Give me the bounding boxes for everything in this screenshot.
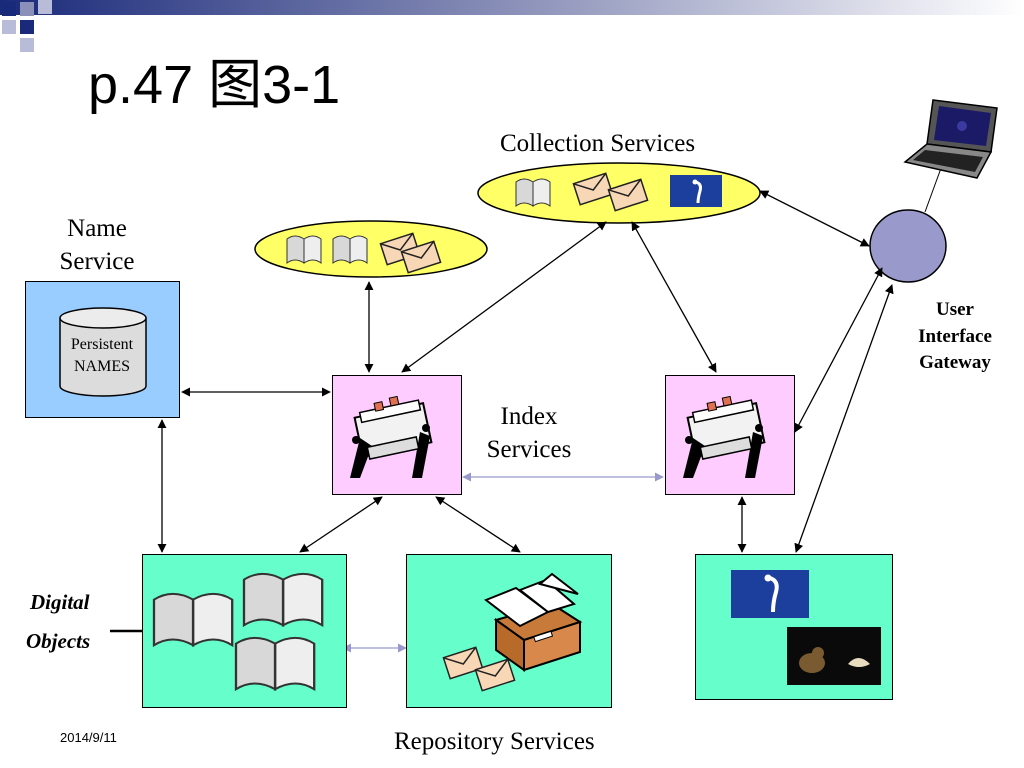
- open-box-icon: [483, 572, 583, 672]
- arrow: [631, 221, 717, 373]
- gateway-label-line3: Gateway: [919, 352, 991, 374]
- book-icon: [242, 572, 324, 627]
- persistent-names-label: Persistent NAMES: [58, 334, 146, 379]
- header-square: [38, 0, 52, 14]
- arrow: [759, 190, 870, 247]
- book-icon: [152, 592, 234, 647]
- arrow: [299, 496, 383, 553]
- chicks-photo-icon: [787, 627, 881, 685]
- index-services-label: Index Services: [474, 400, 584, 466]
- index-services-label-line1: Index: [500, 403, 558, 430]
- gateway-label-line2: Interface: [918, 325, 992, 347]
- repository-services-label: Repository Services: [394, 728, 595, 755]
- index-services-label-line2: Services: [486, 436, 572, 463]
- heron-photo-icon: [731, 570, 809, 618]
- book-icon: [234, 636, 316, 691]
- gateway-label-line1: User: [936, 299, 974, 320]
- arrow: [401, 221, 607, 373]
- digital-label: Digital: [30, 590, 90, 614]
- user-interface-gateway-label: User Interface Gateway: [905, 297, 1005, 377]
- arrow: [794, 284, 894, 553]
- names-text: NAMES: [73, 358, 130, 376]
- rolodex-icon: [682, 395, 766, 479]
- header-square: [20, 2, 34, 16]
- header-square: [20, 38, 34, 52]
- objects-label: Objects: [26, 629, 91, 653]
- name-service-label-line2: Service: [59, 248, 135, 275]
- persistent-text: Persistent: [70, 336, 134, 353]
- header-bar: [0, 0, 1024, 15]
- header-square: [2, 20, 16, 34]
- heron-photo-icon: [670, 175, 722, 207]
- slide-date: 2014/9/11: [60, 730, 117, 745]
- header-square: [2, 2, 16, 16]
- arrow: [435, 496, 521, 553]
- database-cylinder-icon: [59, 307, 147, 397]
- rolodex-icon: [349, 395, 433, 479]
- slide-title: p.47 图3-1: [88, 55, 341, 115]
- laptop-icon: [903, 99, 998, 179]
- name-service-label: Name Service: [42, 212, 152, 278]
- name-service-label-line1: Name: [67, 215, 127, 242]
- collection-services-label: Collection Services: [500, 130, 696, 157]
- header-square: [20, 20, 34, 34]
- user-interface-gateway: [869, 209, 947, 283]
